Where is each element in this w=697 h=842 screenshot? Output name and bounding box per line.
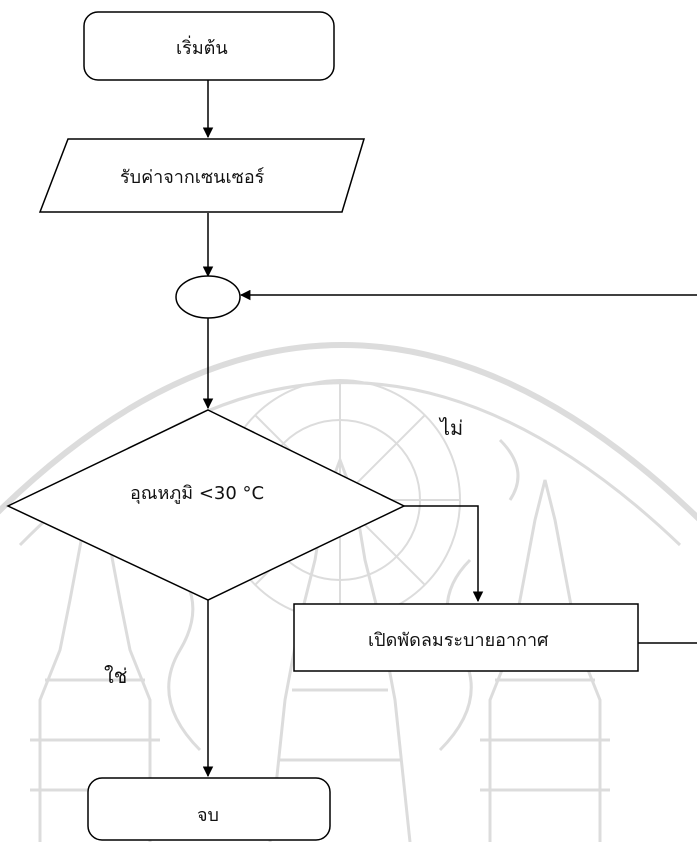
connector-circle: [175, 275, 241, 319]
end-terminator: [87, 777, 331, 841]
connector-lines: [202, 80, 697, 778]
watermark-emblem: [0, 342, 697, 842]
branch-yes-label: ใช่: [104, 664, 128, 688]
decision-label: อุณหภูมิ <30 °C: [130, 483, 265, 504]
input-label: รับค่าจากเซนเซอร์: [120, 167, 265, 188]
start-terminator: [83, 11, 335, 81]
process-label: เปิดพัดลมระบายอากาศ: [368, 630, 549, 651]
branch-no-label: ไม่: [440, 416, 464, 440]
process-box: [293, 603, 639, 672]
input-parallelogram: [38, 138, 366, 213]
start-label: เริ่มต้น: [176, 38, 228, 59]
decision-diamond: [6, 409, 406, 601]
end-label: จบ: [197, 805, 219, 826]
